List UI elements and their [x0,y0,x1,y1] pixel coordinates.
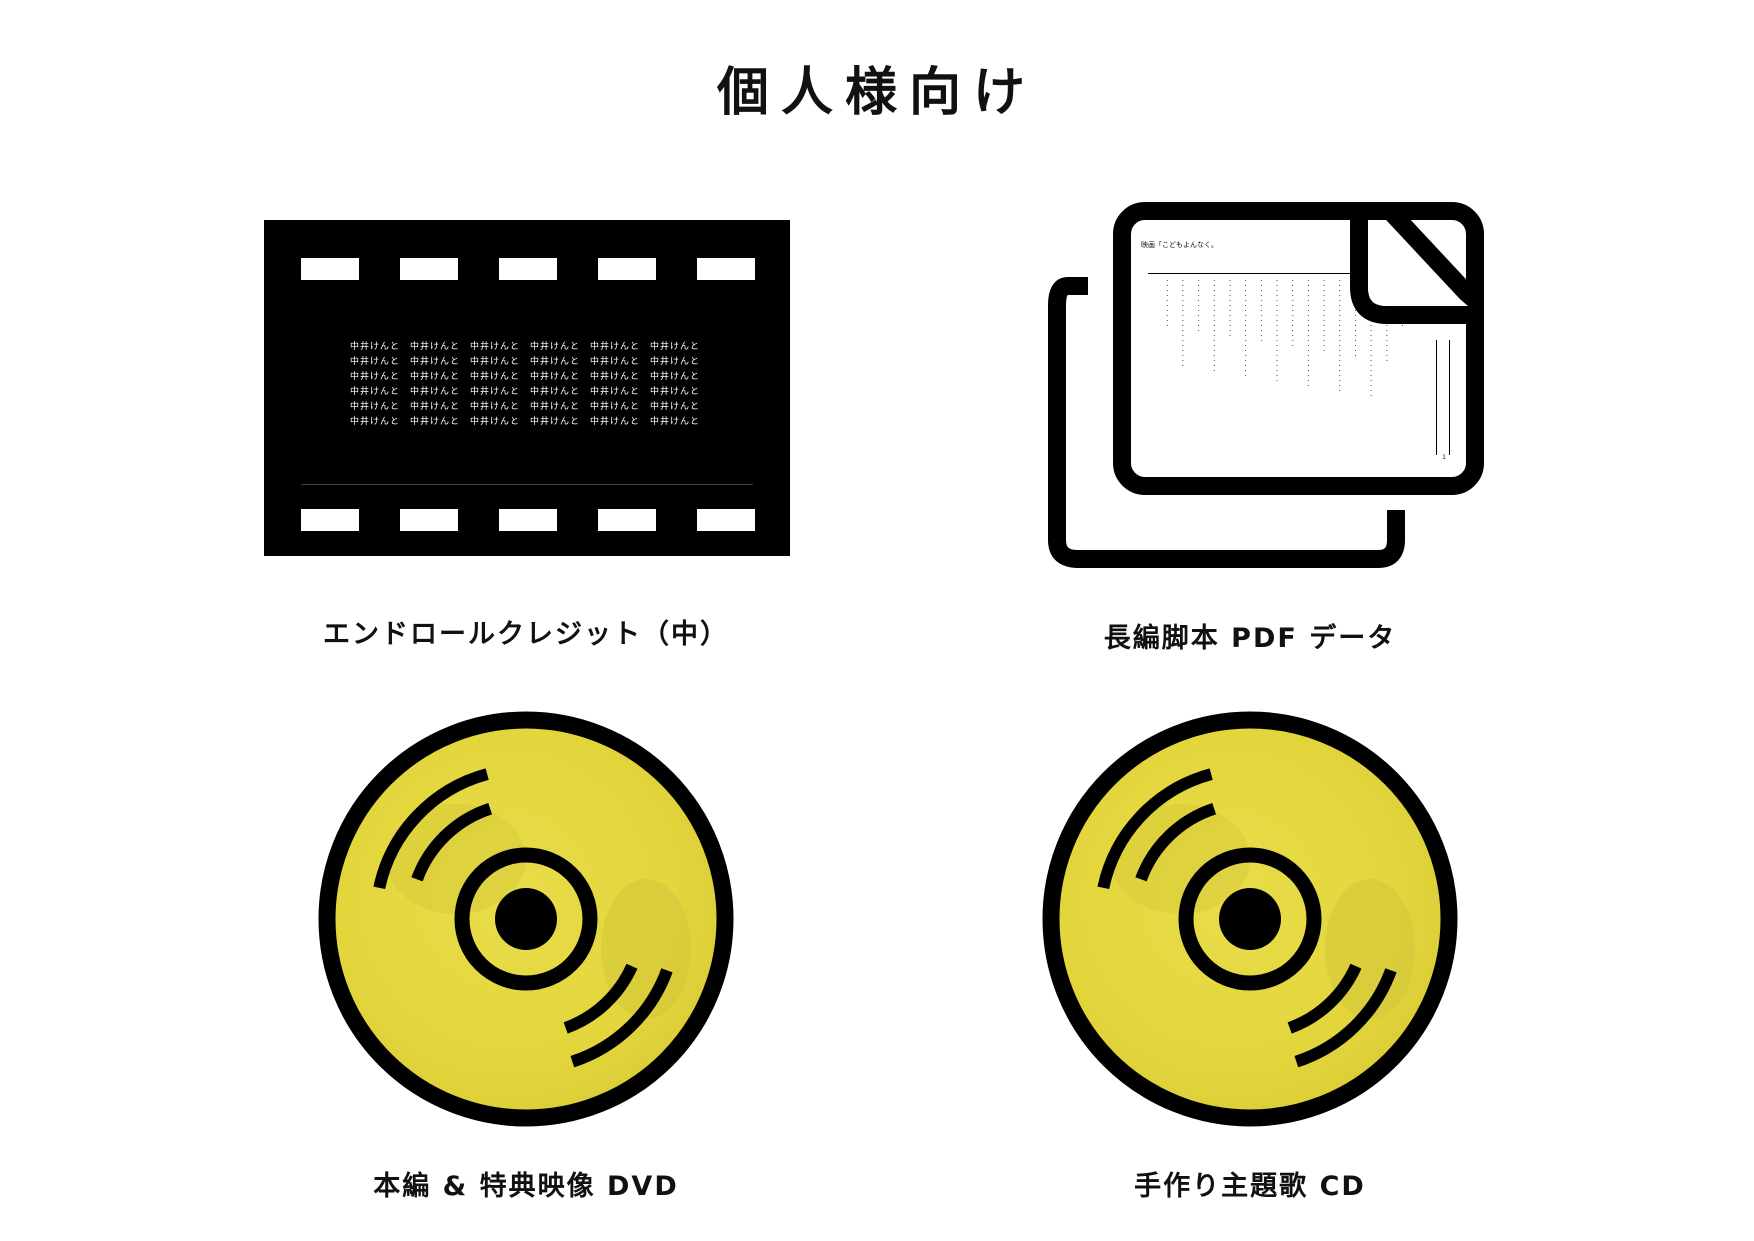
dvd-disc-icon [318,711,734,1127]
script-header: 映画「こどもよんなく。 [1141,241,1218,249]
credit-name: 中井けんと [470,402,521,412]
credit-name: 中井けんと [410,357,461,367]
film-perforation [499,509,557,531]
credit-list: 中井けんと中井けんと中井けんと中井けんと中井けんと中井けんと中井けんと中井けんと… [350,341,710,429]
page-fold-icon [1350,202,1484,324]
credit-name: 中井けんと [470,387,521,397]
script-line: ・・・・・・・・・・・・・ [1260,278,1264,343]
credit-name: 中井けんと [650,372,701,382]
film-perforation [301,509,359,531]
document-back-page-icon [1048,277,1405,568]
credit-name: 中井けんと [410,402,461,412]
film-strip-icon: 中井けんと中井けんと中井けんと中井けんと中井けんと中井けんと中井けんと中井けんと… [264,220,790,556]
script-line: ・・・・・・・・・・・ [1197,278,1202,333]
script-line: ・・・・・・・・・・・・・・・・・・・ [1213,278,1217,373]
credit-name: 中井けんと [530,357,581,367]
credit-name: 中井けんと [350,357,401,367]
credit-name: 中井けんと [410,342,461,352]
credit-name: 中井けんと [470,372,521,382]
divider [1449,340,1450,455]
script-line: ・・・・・・・・・・・・・・ [1291,278,1296,348]
divider [301,484,753,485]
credit-name: 中井けんと [530,417,581,427]
credit-name: 中井けんと [650,342,701,352]
credit-name: 中井けんと [590,372,641,382]
item-label-end-credits: エンドロールクレジット（中） [323,619,729,650]
script-line: ・・・・・・・・・・・・・・・・・・・・ [1244,278,1249,378]
script-line: ・・・・・・・・・・・・・・・・・・・・・ [1275,278,1280,383]
script-line: ・・・・・・・・・・・・・・・ [1322,278,1327,353]
credit-name: 中井けんと [470,342,521,352]
film-perforation [400,509,458,531]
page-number: 1 [1442,454,1446,461]
script-line: ・・・・・・・・・・・・・・・・・・・・・・・・ [1369,278,1374,398]
page-title: 個人様向け [716,63,1037,123]
film-perforation [499,258,557,280]
credit-name: 中井けんと [350,372,401,382]
script-line: ・・・・・・・・・・・・ [1228,278,1233,338]
credit-name: 中井けんと [590,402,641,412]
script-text: ・・・・・・・・・・・・・・・・・・・・・・・・・・・・・・・・・・・・・・・・… [1166,278,1406,448]
credit-name: 中井けんと [350,417,401,427]
credit-name: 中井けんと [590,387,641,397]
credit-name: 中井けんと [590,342,641,352]
credit-name: 中井けんと [650,417,701,427]
credit-name: 中井けんと [650,357,701,367]
cd-disc-icon [1042,711,1458,1127]
item-label-cd: 手作り主題歌 CD [1134,1171,1366,1202]
film-perforation [400,258,458,280]
credit-name: 中井けんと [470,417,521,427]
divider [1148,273,1388,274]
film-perforation [598,258,656,280]
credit-name: 中井けんと [530,402,581,412]
credit-name: 中井けんと [410,387,461,397]
script-line: ・・・・・・・・・・・・・・・・・・・・・・ [1307,278,1311,388]
credit-name: 中井けんと [350,342,401,352]
film-perforation [697,509,755,531]
script-line: ・・・・・・・・・・・・・・・・・・ [1181,278,1186,368]
credit-name: 中井けんと [650,387,701,397]
credit-name: 中井けんと [470,357,521,367]
credit-name: 中井けんと [590,357,641,367]
film-perforation [697,258,755,280]
script-line: ・・・・・・・・・・・・・・・・・・・・・・・ [1338,278,1343,393]
film-perforation [598,509,656,531]
credit-name: 中井けんと [410,417,461,427]
film-perforation [301,258,359,280]
script-line: ・・・・・・・・・・・・・・・・ [1354,278,1358,358]
credit-name: 中井けんと [530,342,581,352]
credit-name: 中井けんと [650,402,701,412]
credit-name: 中井けんと [530,387,581,397]
divider [1436,340,1437,455]
credit-name: 中井けんと [350,402,401,412]
credit-name: 中井けんと [350,387,401,397]
credit-name: 中井けんと [590,417,641,427]
item-label-dvd: 本編 & 特典映像 DVD [373,1171,679,1202]
item-label-script-pdf: 長編脚本 PDF データ [1103,623,1397,654]
credit-name: 中井けんと [530,372,581,382]
script-line: ・・・・・・・・・・ [1166,278,1170,328]
credit-name: 中井けんと [410,372,461,382]
